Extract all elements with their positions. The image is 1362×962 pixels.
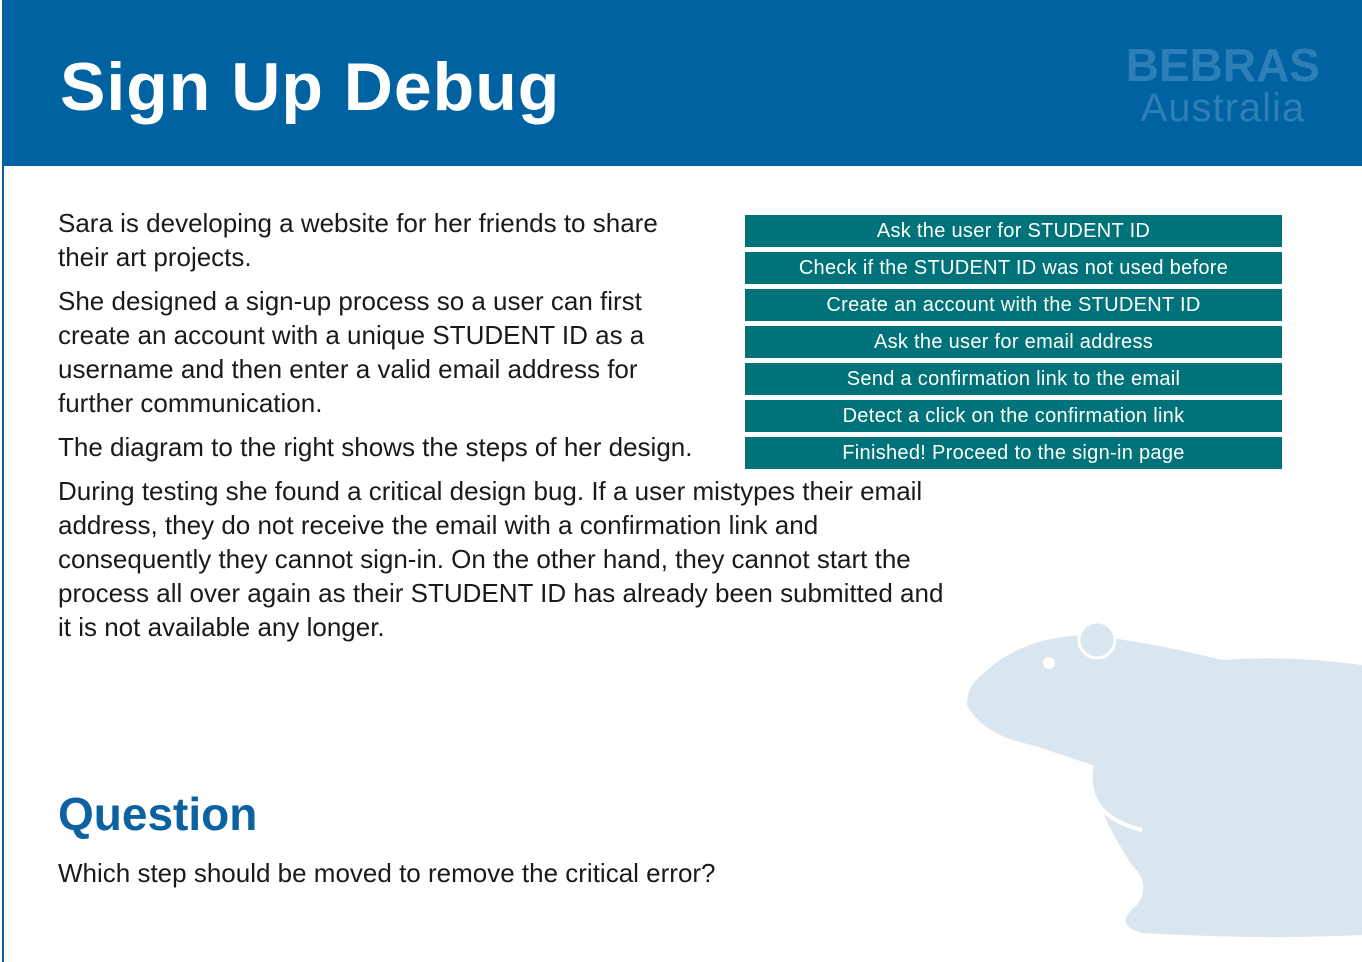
design-paragraph: She designed a sign-up process so a user… xyxy=(58,286,645,418)
bug-paragraph: During testing she found a critical desi… xyxy=(58,476,944,642)
question-text: Which step should be moved to remove the… xyxy=(58,858,716,888)
logo-line2: Australia xyxy=(1140,86,1306,130)
intro-paragraph: Sara is developing a website for her fri… xyxy=(58,208,658,272)
body-text: Sara is developing a website for her fri… xyxy=(58,206,958,654)
question-section: Question Which step should be moved to r… xyxy=(58,786,958,900)
step-3: Create an account with the STUDENT ID xyxy=(745,289,1282,321)
step-1: Ask the user for STUDENT ID xyxy=(745,215,1282,247)
steps-diagram: Ask the user for STUDENT ID Check if the… xyxy=(745,215,1282,474)
diagram-paragraph: The diagram to the right shows the steps… xyxy=(58,432,693,462)
bebras-logo: BEBRAS Australia xyxy=(1126,42,1320,128)
wombat-illustration xyxy=(967,620,1362,938)
step-6: Detect a click on the confirmation link xyxy=(745,400,1282,432)
logo-line1: BEBRAS xyxy=(1125,39,1320,91)
step-7: Finished! Proceed to the sign-in page xyxy=(745,437,1282,469)
step-4: Ask the user for email address xyxy=(745,326,1282,358)
step-5: Send a confirmation link to the email xyxy=(745,363,1282,395)
header: Sign Up Debug BEBRAS Australia xyxy=(2,0,1362,166)
step-2: Check if the STUDENT ID was not used bef… xyxy=(745,252,1282,284)
question-heading: Question xyxy=(58,788,258,840)
page-title: Sign Up Debug xyxy=(60,49,561,125)
